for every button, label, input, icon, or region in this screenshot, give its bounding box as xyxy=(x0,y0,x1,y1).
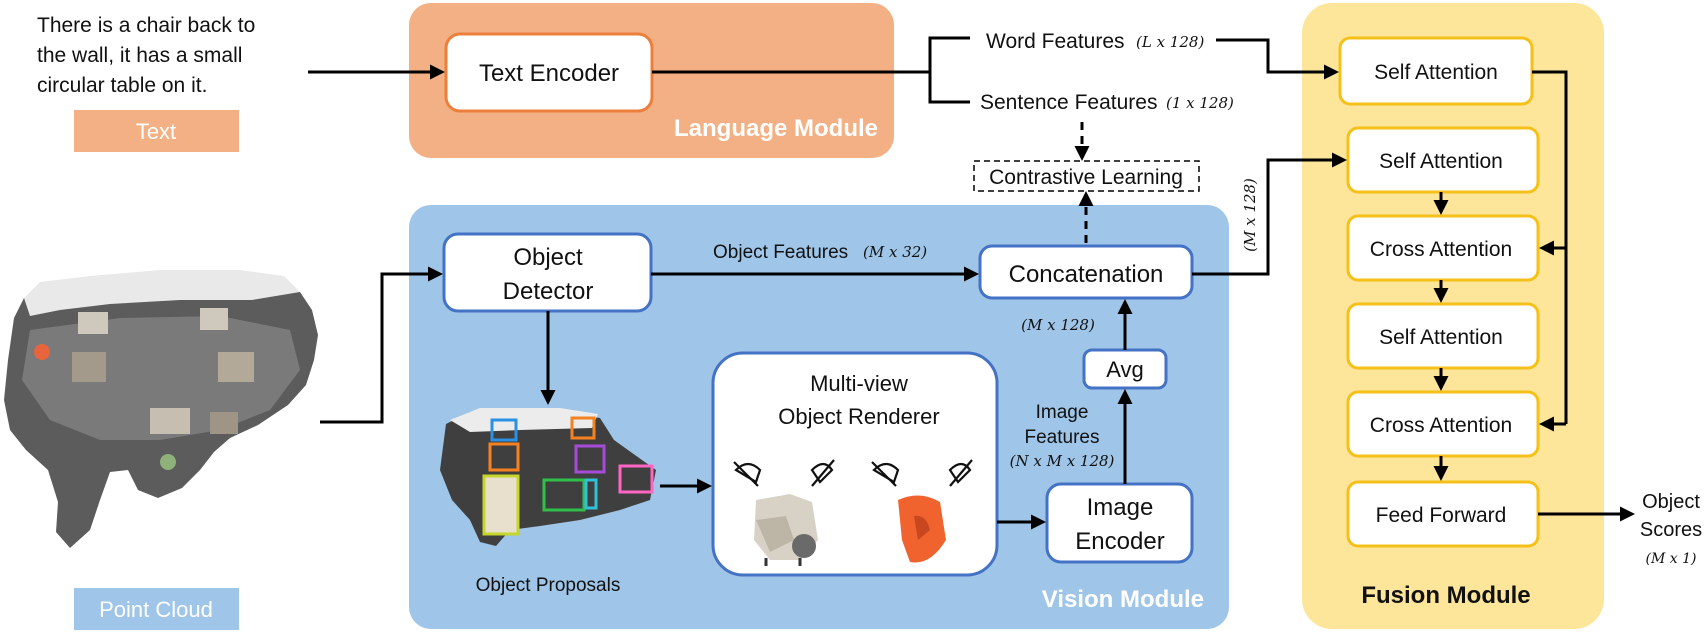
object-detector-label-line-2: Detector xyxy=(503,278,594,305)
rendered-chair-image xyxy=(754,494,818,566)
fusion-self-attention-3-label: Self Attention xyxy=(1379,326,1503,349)
object-scores-label-line-1: Object xyxy=(1642,491,1700,513)
text-tag-label: Text xyxy=(136,119,176,144)
object-features-dim: (M x 32) xyxy=(863,243,927,261)
input-sentence-line-3: circular table on it. xyxy=(37,74,207,97)
text-tag xyxy=(74,110,239,152)
fusion-input-dim: (M x 128) xyxy=(1241,178,1259,252)
fusion-self-attention-2 xyxy=(1346,126,1540,194)
object-features-label: Object Features xyxy=(713,242,848,263)
fusion-cross-attention-2 xyxy=(1346,390,1540,458)
rendered-table-image xyxy=(898,495,946,563)
contrastive-learning-label: Contrastive Learning xyxy=(989,166,1183,189)
object-scores-label-line-2: Scores xyxy=(1640,519,1702,541)
fusion-feed-forward-label: Feed Forward xyxy=(1376,504,1507,527)
fusion-cross-attention-2-label: Cross Attention xyxy=(1370,414,1512,437)
concatenation-dim: (M x 128) xyxy=(1021,316,1095,334)
concatenation-box xyxy=(978,244,1194,300)
point-cloud-tag xyxy=(74,588,239,630)
fusion-cross-attention-1 xyxy=(1346,214,1540,282)
word-features-label: Word Features xyxy=(986,30,1125,53)
word-features-dim: (L x 128) xyxy=(1136,33,1204,51)
vision-module-title: Vision Module xyxy=(1042,586,1204,613)
multiview-renderer-label-line-2: Object Renderer xyxy=(778,404,939,429)
camera-view-icon xyxy=(733,461,762,487)
point-cloud-tag-label: Point Cloud xyxy=(99,597,213,622)
multiview-renderer-label-line-1: Multi-view xyxy=(810,371,908,396)
sentence-features-dim: (1 x 128) xyxy=(1166,94,1234,112)
avg-label: Avg xyxy=(1106,357,1144,382)
camera-view-icon xyxy=(871,461,900,487)
contrastive-learning-box xyxy=(973,160,1200,192)
image-features-dim: (N x M x 128) xyxy=(1010,452,1115,470)
object-proposals-label: Object Proposals xyxy=(476,575,621,596)
object-detector-label-line-1: Object xyxy=(513,244,583,271)
image-features-label-line-1: Image xyxy=(1036,402,1089,423)
fusion-self-attention-1-label: Self Attention xyxy=(1374,61,1498,84)
input-sentence-line-1: There is a chair back to xyxy=(37,14,255,37)
point-cloud-image xyxy=(4,270,318,548)
image-features-label-line-2: Features xyxy=(1025,427,1100,448)
camera-view-icon xyxy=(810,459,835,487)
fusion-self-attention-3 xyxy=(1346,302,1540,370)
sentence-features-label: Sentence Features xyxy=(980,91,1157,114)
connector-lines xyxy=(308,36,1635,530)
fusion-self-attention-2-label: Self Attention xyxy=(1379,150,1503,173)
language-module-title: Language Module xyxy=(674,115,878,142)
object-proposals-image xyxy=(440,408,656,546)
concatenation-label: Concatenation xyxy=(1009,261,1164,288)
fusion-module-title: Fusion Module xyxy=(1361,582,1530,609)
text-encoder-label: Text Encoder xyxy=(479,60,619,87)
image-encoder-label-line-1: Image xyxy=(1087,494,1154,521)
fusion-cross-attention-1-label: Cross Attention xyxy=(1370,238,1512,261)
object-scores-dim: (M x 1) xyxy=(1646,551,1697,567)
input-sentence-line-2: the wall, it has a small xyxy=(37,44,242,67)
image-encoder-label-line-2: Encoder xyxy=(1075,528,1164,555)
image-encoder-box xyxy=(1045,482,1194,564)
camera-view-icon xyxy=(948,459,973,487)
